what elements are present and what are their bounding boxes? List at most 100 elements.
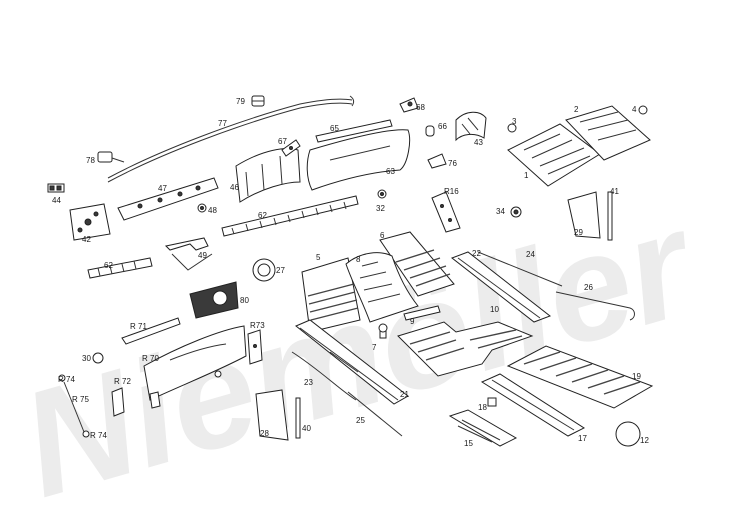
label-22: 22 xyxy=(472,249,481,258)
label-42: 42 xyxy=(82,235,91,244)
label-29: 29 xyxy=(574,228,583,237)
rail-24 xyxy=(477,251,563,287)
label-43: 43 xyxy=(474,138,483,147)
label-76: 76 xyxy=(448,159,457,168)
fastener-48 xyxy=(197,203,207,213)
label-62-upper: 62 xyxy=(258,211,267,220)
handle-r72 xyxy=(111,387,125,417)
panel-29 xyxy=(567,191,601,239)
tube-62-lower xyxy=(87,257,153,279)
pad-r16 xyxy=(431,191,461,233)
label-r75: R 75 xyxy=(72,395,89,404)
mat-5 xyxy=(301,257,361,333)
label-34: 34 xyxy=(496,207,505,216)
label-30: 30 xyxy=(82,354,91,363)
label-49: 49 xyxy=(198,251,207,260)
label-17: 17 xyxy=(578,434,587,443)
label-78: 78 xyxy=(86,156,95,165)
clip-44 xyxy=(47,183,65,193)
label-68: 68 xyxy=(416,103,425,112)
sill-21 xyxy=(295,319,409,405)
label-12: 12 xyxy=(640,436,649,445)
clip-18 xyxy=(487,397,497,407)
label-21: 21 xyxy=(400,390,409,399)
label-65: 65 xyxy=(330,124,339,133)
label-23: 23 xyxy=(304,378,313,387)
label-26: 26 xyxy=(584,283,593,292)
label-46: 46 xyxy=(230,183,239,192)
pad-15 xyxy=(448,409,518,447)
sill-23 xyxy=(291,351,357,401)
mat-2 xyxy=(565,105,651,161)
label-18: 18 xyxy=(478,403,487,412)
label-25: 25 xyxy=(356,416,365,425)
label-40: 40 xyxy=(302,424,311,433)
label-63: 63 xyxy=(386,167,395,176)
hook-79 xyxy=(349,95,355,107)
label-19: 19 xyxy=(632,372,641,381)
hinge-r70 xyxy=(149,391,161,409)
label-66: 66 xyxy=(438,122,447,131)
clip-78 xyxy=(97,151,125,163)
label-62-lower: 62 xyxy=(104,261,113,270)
grommet-3 xyxy=(507,123,517,133)
bracket-49 xyxy=(164,237,213,271)
mat-6 xyxy=(379,231,455,297)
label-r74-lower: R 74 xyxy=(90,431,107,440)
rod-25 xyxy=(347,391,403,437)
label-r72: R 72 xyxy=(114,377,131,386)
label-24: 24 xyxy=(526,250,535,259)
label-27: 27 xyxy=(276,266,285,275)
label-44: 44 xyxy=(52,196,61,205)
label-8: 8 xyxy=(356,255,361,264)
bolt-32 xyxy=(377,189,387,199)
strip-65 xyxy=(315,119,393,143)
bolt-r72 xyxy=(214,370,222,378)
clip-76 xyxy=(427,153,447,169)
speaker-ring-27 xyxy=(252,258,276,282)
label-48: 48 xyxy=(208,206,217,215)
label-4: 4 xyxy=(632,105,637,114)
label-15: 15 xyxy=(464,439,473,448)
rail-47 xyxy=(117,177,219,221)
cap-12 xyxy=(615,421,641,447)
bracket-67 xyxy=(281,139,301,157)
label-79: 79 xyxy=(236,97,245,106)
door-panel-r70 xyxy=(143,325,247,401)
strip-40 xyxy=(295,397,301,439)
bracket-r73 xyxy=(247,329,263,365)
clip-79 xyxy=(251,95,265,107)
label-5: 5 xyxy=(316,253,321,262)
label-r71: R 71 xyxy=(130,322,147,331)
panel-28 xyxy=(255,389,289,441)
label-80: 80 xyxy=(240,296,249,305)
label-47: 47 xyxy=(158,184,167,193)
label-32: 32 xyxy=(376,204,385,213)
panel-63 xyxy=(306,129,411,191)
label-r70: R 70 xyxy=(142,354,159,363)
rod-r75 xyxy=(58,374,90,438)
label-9: 9 xyxy=(410,317,415,326)
label-10: 10 xyxy=(490,305,499,314)
label-3: 3 xyxy=(512,117,517,126)
mat-17 xyxy=(480,373,586,437)
label-6: 6 xyxy=(380,231,385,240)
label-77: 77 xyxy=(218,119,227,128)
knob-7 xyxy=(378,323,388,339)
grommet-4 xyxy=(638,105,648,115)
grommet-66 xyxy=(425,125,435,137)
cover-43 xyxy=(455,111,487,142)
label-7: 7 xyxy=(372,343,377,352)
strip-41 xyxy=(607,191,613,241)
speaker-panel-80 xyxy=(189,281,239,319)
label-r74-upper: R 74 xyxy=(58,375,75,384)
label-67: 67 xyxy=(278,137,287,146)
tunnel-cover-8 xyxy=(345,252,419,323)
bracket-42 xyxy=(69,203,111,241)
strip-r71 xyxy=(121,317,181,345)
label-r73: R73 xyxy=(250,321,265,330)
mat-19 xyxy=(506,345,654,409)
strip-9 xyxy=(403,305,441,321)
